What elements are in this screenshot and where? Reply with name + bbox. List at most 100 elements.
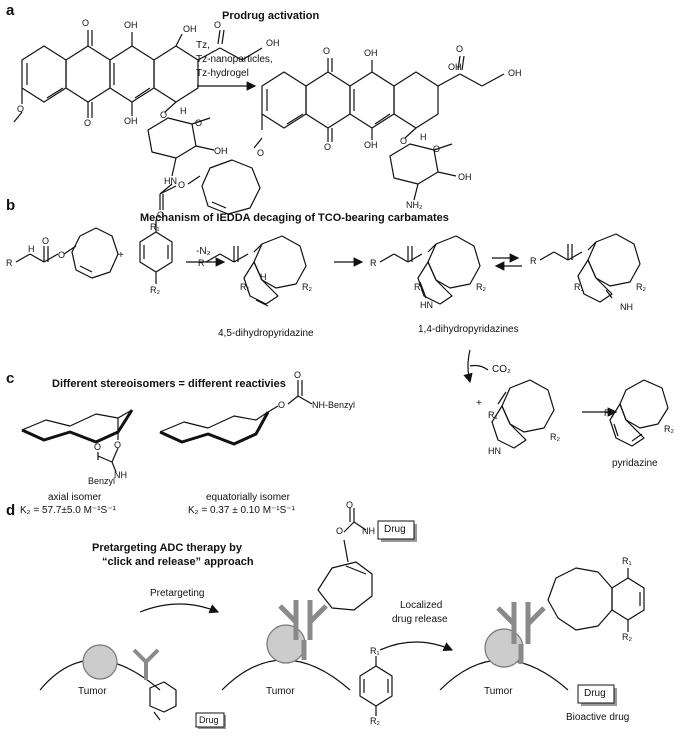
- reagent-tz: Tz,: [196, 40, 210, 51]
- atom-h: H: [180, 106, 187, 116]
- atom-o: O: [157, 210, 165, 220]
- panel-d-title-line1: Pretargeting ADC therapy by: [92, 542, 242, 554]
- atom-o: O: [94, 442, 102, 452]
- panel-letter-c: c: [6, 370, 15, 387]
- reagent-tz-nanoparticles: Tz-nanoparticles,: [196, 54, 273, 65]
- drug-label-2: Drug: [384, 524, 406, 535]
- atom-nh: NH: [114, 470, 127, 480]
- panel-a-title: Prodrug activation: [222, 10, 320, 22]
- antibody-tco-1: [132, 648, 160, 680]
- atom-h: H: [260, 272, 267, 282]
- atom-o: O: [82, 18, 90, 28]
- atom-r: R: [370, 258, 377, 268]
- doxorubicin-structure: [253, 55, 505, 201]
- atom-r2: R₂: [636, 282, 646, 292]
- drug-box-shapes: [195, 520, 617, 729]
- atom-hn: HN: [164, 176, 177, 186]
- panel-d-title-line2: “click and release” approach: [102, 556, 254, 568]
- tco-drug-1: [149, 681, 177, 721]
- atom-o: O: [17, 104, 25, 114]
- step-localized: Localized: [400, 600, 443, 611]
- atom-h: H: [420, 132, 427, 142]
- antibody-2: [278, 600, 328, 660]
- atom-r1: R₁: [414, 282, 424, 292]
- equatorial-isomer-label: equatorially isomer: [206, 492, 290, 503]
- tumor-label-2: Tumor: [266, 686, 295, 697]
- tumor-label-1: Tumor: [78, 686, 107, 697]
- atom-o: O: [214, 20, 222, 30]
- axial-isomer-structure: [21, 409, 134, 473]
- atom-o: O: [433, 144, 441, 154]
- atom-r: R: [6, 258, 13, 268]
- atom-r1: R₁: [150, 222, 160, 232]
- atom-r2: R₂: [622, 632, 632, 642]
- atom-hn: HN: [420, 300, 433, 310]
- step-pretargeting: Pretargeting: [150, 588, 205, 599]
- atom-nh: NH: [362, 526, 375, 536]
- atom-oh: OH: [214, 146, 228, 156]
- equatorial-isomer-structure: [159, 380, 313, 446]
- atom-r2: R₂: [664, 424, 674, 434]
- atom-o: O: [195, 118, 203, 128]
- tumor-label-3: Tumor: [484, 686, 513, 697]
- atom-o: O: [58, 250, 66, 260]
- tumor-cell-3: [439, 628, 569, 691]
- atom-r2: R₂: [550, 432, 560, 442]
- label-45-dihydropyridazine: 4,5-dihydropyridazine: [218, 328, 314, 339]
- atom-hn: HN: [488, 446, 501, 456]
- label-pyridazine: pyridazine: [612, 458, 658, 469]
- atom-o: O: [346, 500, 354, 510]
- tco-drug-2: [317, 508, 373, 611]
- atom-o: O: [294, 370, 302, 380]
- bioactive-drug-label: Bioactive drug: [566, 712, 630, 723]
- atom-o: O: [324, 142, 332, 152]
- atom-oh: OH: [364, 140, 378, 150]
- atom-o: O: [160, 110, 168, 120]
- co2-release: CO₂: [492, 364, 511, 375]
- atom-oh: OH: [448, 62, 462, 72]
- tumor-cell-2: [221, 624, 351, 691]
- atom-r2: R₂: [370, 716, 380, 726]
- n2-loss: -N₂: [196, 246, 211, 257]
- step-drug-release: drug release: [392, 614, 448, 625]
- atom-r1: R₁: [370, 646, 380, 656]
- drug-label-1: Drug: [199, 715, 219, 725]
- atom-r1: R₁: [488, 410, 498, 420]
- drug-label-3: Drug: [584, 688, 606, 699]
- atom-oh: OH: [508, 68, 522, 78]
- atom-o: O: [114, 440, 122, 450]
- dihydropyridazine-45: [205, 235, 307, 307]
- atom-oh: OH: [183, 24, 197, 34]
- nh-benzyl-label: NH-Benzyl: [312, 400, 356, 410]
- dihydropyridazine-14-a: [379, 235, 481, 305]
- reagent-tz-hydrogel: Tz-hydrogel: [196, 68, 249, 79]
- panel-letter-b: b: [6, 197, 16, 214]
- atom-r1: R₁: [604, 408, 614, 418]
- atom-o: O: [456, 44, 464, 54]
- panel-letter-d: d: [6, 502, 16, 519]
- panel-b-title: Mechanism of IEDDA decaging of TCO-beari…: [140, 212, 449, 224]
- dihydropyridazine-14-b: [539, 233, 641, 303]
- atom-oh: OH: [124, 116, 138, 126]
- panel-c-title: Different stereoisomers = different reac…: [52, 378, 286, 390]
- atom-o: O: [84, 118, 92, 128]
- prodrug-structure: [13, 29, 263, 215]
- atom-r2: R₂: [476, 282, 486, 292]
- equatorial-rate-constant: K₂ = 0.37 ± 0.10 M⁻¹S⁻¹: [188, 505, 295, 516]
- atom-nh2: NH₂: [406, 200, 423, 210]
- atom-r1: R₁: [622, 556, 632, 566]
- atom-o: O: [257, 148, 265, 158]
- cyclooctane-pyridazine-d: [547, 567, 645, 632]
- panel-letter-a: a: [6, 2, 15, 19]
- antibody-3: [496, 602, 546, 664]
- atom-o: O: [400, 136, 408, 146]
- atom-oh: OH: [266, 38, 280, 48]
- pyridazine-structure: [609, 379, 669, 447]
- atom-r1: R₁: [240, 282, 250, 292]
- atom-nh: NH: [620, 302, 633, 312]
- atom-r1: R₁: [574, 282, 584, 292]
- plus-sign: +: [118, 250, 124, 261]
- atom-o: O: [278, 400, 286, 410]
- atom-oh: OH: [364, 48, 378, 58]
- tetrazine-d: [359, 656, 393, 716]
